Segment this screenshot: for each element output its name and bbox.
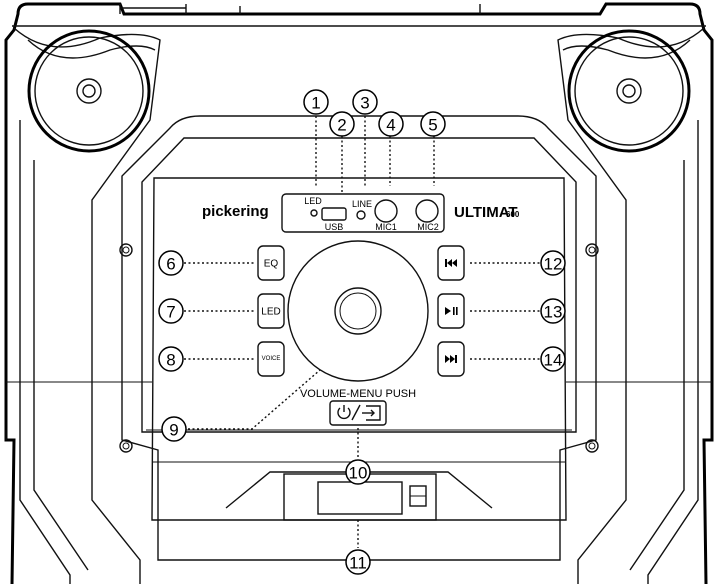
callout-5: 5: [420, 111, 446, 137]
power-icon: [337, 405, 351, 420]
brand-logo-pickering: pickering: [202, 203, 269, 220]
volume-menu-label: VOLUME-MENU PUSH: [300, 388, 416, 400]
voice-button[interactable]: VOICE: [257, 341, 285, 377]
callout-13: 13: [540, 298, 566, 324]
usb-port-label: USB: [325, 222, 344, 232]
callout-circle: [303, 89, 329, 115]
callout-1: 1: [303, 89, 329, 115]
callout-circle: [345, 459, 371, 485]
callout-11: 11: [345, 549, 371, 575]
left-wing: [13, 27, 161, 584]
callout-number: 12: [544, 255, 563, 274]
callout-14: 14: [540, 346, 566, 372]
callout-number: 2: [337, 116, 346, 135]
next-button[interactable]: [437, 341, 465, 377]
callout-circle: [158, 250, 184, 276]
play-pause-icon: [445, 307, 458, 315]
callout-circle: [329, 111, 355, 137]
mic2-jack[interactable]: [415, 199, 439, 223]
left-wheel: [27, 29, 151, 153]
callout-number: 3: [360, 94, 369, 113]
led-indicator: [310, 209, 318, 217]
voice-button-label: VOICE: [262, 356, 281, 362]
io-panel: LED USB LINE MIC1 MIC2: [281, 193, 445, 233]
callout-10: 10: [345, 459, 371, 485]
callout-number: 5: [428, 116, 437, 135]
callout-circle: [540, 346, 566, 372]
right-wing: [557, 27, 705, 584]
callout-circle: [161, 416, 187, 442]
line-in-label: LINE: [352, 199, 372, 209]
callout-6: 6: [158, 250, 184, 276]
callout-3: 3: [352, 89, 378, 115]
brand-logo-ultimat-model: 600: [506, 210, 520, 219]
callout-4: 4: [378, 111, 404, 137]
led-button-label: LED: [261, 307, 280, 318]
callout-circle: [420, 111, 446, 137]
callout-number: 4: [386, 116, 395, 135]
speaker-body: [4, 2, 714, 584]
callout-number: 14: [544, 351, 563, 370]
panel-screws: [119, 243, 599, 453]
right-wheel: [567, 29, 691, 153]
callout-number: 8: [166, 351, 175, 370]
callout-8: 8: [158, 346, 184, 372]
power-input-button[interactable]: [329, 400, 387, 426]
callout-9: 9: [161, 416, 187, 442]
callout-number: 11: [349, 554, 367, 573]
leader-lines: [184, 116, 540, 548]
callout-circle: [540, 298, 566, 324]
callout-number: 10: [349, 464, 368, 483]
play-pause-button[interactable]: [437, 293, 465, 329]
callout-circle: [352, 89, 378, 115]
callout-2: 2: [329, 111, 355, 137]
brand-logo-ultimat: ULTIMAT: [454, 204, 518, 221]
callout-number: 6: [166, 255, 175, 274]
line-in-jack[interactable]: [356, 210, 366, 220]
callout-circle: [378, 111, 404, 137]
control-panel-frame: [121, 115, 597, 561]
previous-button[interactable]: [437, 245, 465, 281]
callout-12: 12: [540, 250, 566, 276]
eq-button[interactable]: EQ: [257, 245, 285, 281]
mic1-label: MIC1: [375, 222, 397, 232]
callout-circle: [345, 549, 371, 575]
previous-icon: [445, 259, 457, 267]
callout-circle: [158, 346, 184, 372]
callout-number: 1: [311, 94, 320, 113]
callout-number: 13: [544, 303, 563, 322]
mic2-label: MIC2: [417, 222, 439, 232]
callout-number: 7: [166, 303, 175, 322]
led-button[interactable]: LED: [257, 293, 285, 329]
next-icon: [445, 355, 457, 363]
callout-circle: [540, 250, 566, 276]
usb-port[interactable]: [321, 207, 347, 221]
eq-button-label: EQ: [264, 259, 279, 270]
callout-7: 7: [158, 298, 184, 324]
callout-circle: [158, 298, 184, 324]
led-indicator-label: LED: [304, 196, 322, 206]
volume-menu-knob[interactable]: [287, 240, 429, 382]
callout-number: 9: [169, 421, 178, 440]
input-source-icon: [362, 405, 381, 421]
mic1-jack[interactable]: [374, 199, 398, 223]
